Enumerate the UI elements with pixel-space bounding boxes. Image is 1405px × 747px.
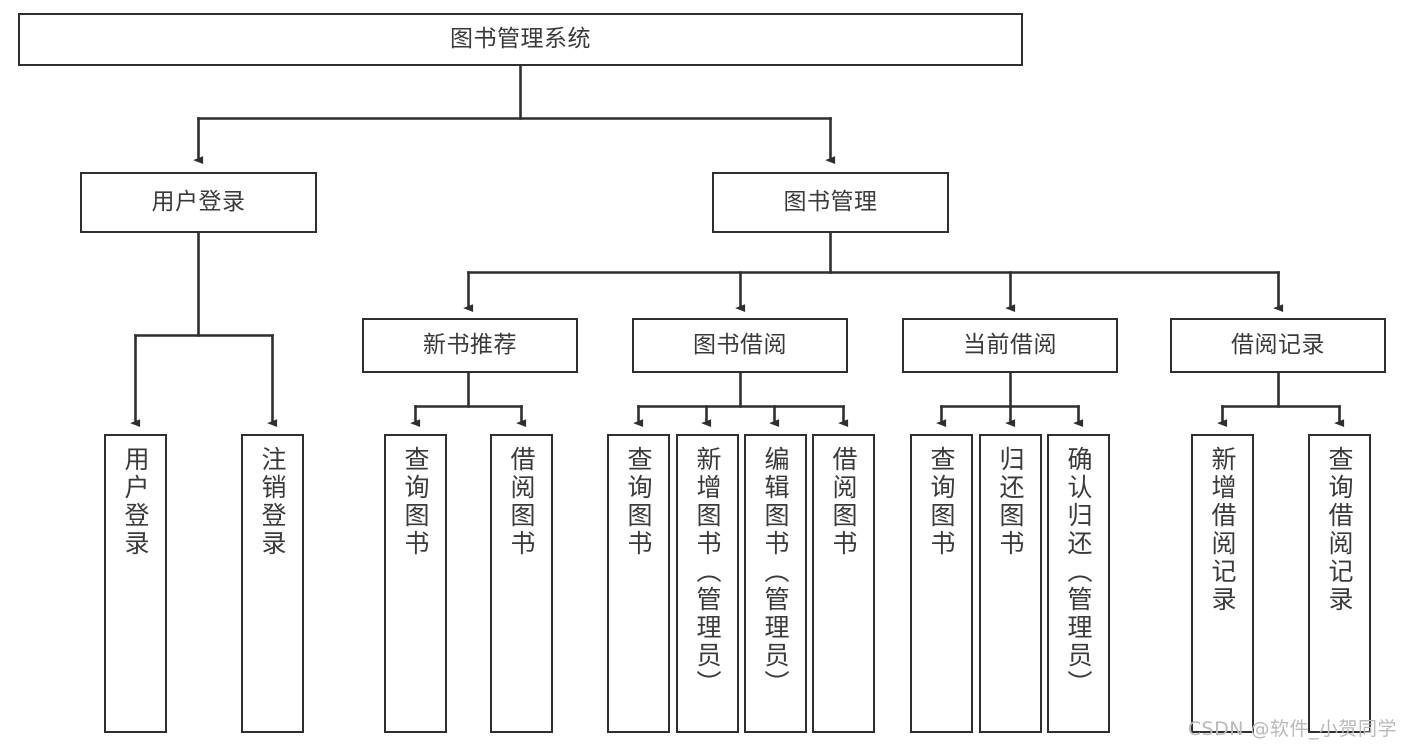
node-leaf-return-book-label: 归还图书 xyxy=(996,446,1025,558)
node-leaf-user-login-label: 用户登录 xyxy=(121,446,150,558)
node-book-borrow-label: 图书借阅 xyxy=(693,331,787,358)
node-leaf-confirm-return[interactable]: 确认归还（管理员） xyxy=(1047,434,1110,733)
node-leaf-edit-book[interactable]: 编辑图书（管理员） xyxy=(744,434,807,733)
node-leaf-query-book-3[interactable]: 查询图书 xyxy=(910,434,973,733)
node-leaf-query-book-3-label: 查询图书 xyxy=(927,446,956,558)
node-leaf-query-record[interactable]: 查询借阅记录 xyxy=(1308,434,1371,733)
node-book-borrow[interactable]: 图书借阅 xyxy=(632,318,848,373)
node-leaf-return-book[interactable]: 归还图书 xyxy=(979,434,1042,733)
node-leaf-add-record-label: 新增借阅记录 xyxy=(1208,446,1237,614)
node-leaf-confirm-return-label: 确认归还（管理员） xyxy=(1064,446,1093,698)
node-leaf-query-book-2[interactable]: 查询图书 xyxy=(607,434,670,733)
node-book-manage-label: 图书管理 xyxy=(783,188,878,215)
watermark: CSDN @软件_小贺同学 xyxy=(1187,718,1397,740)
node-root-label: 图书管理系统 xyxy=(450,25,591,52)
node-borrow-record[interactable]: 借阅记录 xyxy=(1170,318,1386,373)
node-leaf-borrow-book-1[interactable]: 借阅图书 xyxy=(490,434,553,733)
node-leaf-add-book[interactable]: 新增图书（管理员） xyxy=(676,434,739,733)
node-root[interactable]: 图书管理系统 xyxy=(18,13,1023,66)
node-leaf-edit-book-label: 编辑图书（管理员） xyxy=(761,446,790,698)
node-user-login-label: 用户登录 xyxy=(151,188,246,215)
node-leaf-add-record[interactable]: 新增借阅记录 xyxy=(1191,434,1254,733)
node-current-borrow[interactable]: 当前借阅 xyxy=(902,318,1118,373)
node-new-book-recommend[interactable]: 新书推荐 xyxy=(362,318,578,373)
node-leaf-query-book-1[interactable]: 查询图书 xyxy=(384,434,447,733)
node-leaf-user-login[interactable]: 用户登录 xyxy=(104,434,167,733)
node-new-book-recommend-label: 新书推荐 xyxy=(423,331,517,358)
node-borrow-record-label: 借阅记录 xyxy=(1231,331,1325,358)
node-leaf-query-record-label: 查询借阅记录 xyxy=(1325,446,1354,614)
node-current-borrow-label: 当前借阅 xyxy=(963,331,1057,358)
node-leaf-logout-login[interactable]: 注销登录 xyxy=(241,434,304,733)
node-leaf-logout-login-label: 注销登录 xyxy=(258,446,287,558)
node-leaf-query-book-2-label: 查询图书 xyxy=(624,446,653,558)
node-leaf-borrow-book-2-label: 借阅图书 xyxy=(829,446,858,558)
node-leaf-borrow-book-1-label: 借阅图书 xyxy=(507,446,536,558)
node-leaf-add-book-label: 新增图书（管理员） xyxy=(693,446,722,698)
node-leaf-borrow-book-2[interactable]: 借阅图书 xyxy=(812,434,875,733)
node-leaf-query-book-1-label: 查询图书 xyxy=(401,446,430,558)
node-book-manage[interactable]: 图书管理 xyxy=(712,172,949,233)
node-user-login[interactable]: 用户登录 xyxy=(80,172,317,233)
